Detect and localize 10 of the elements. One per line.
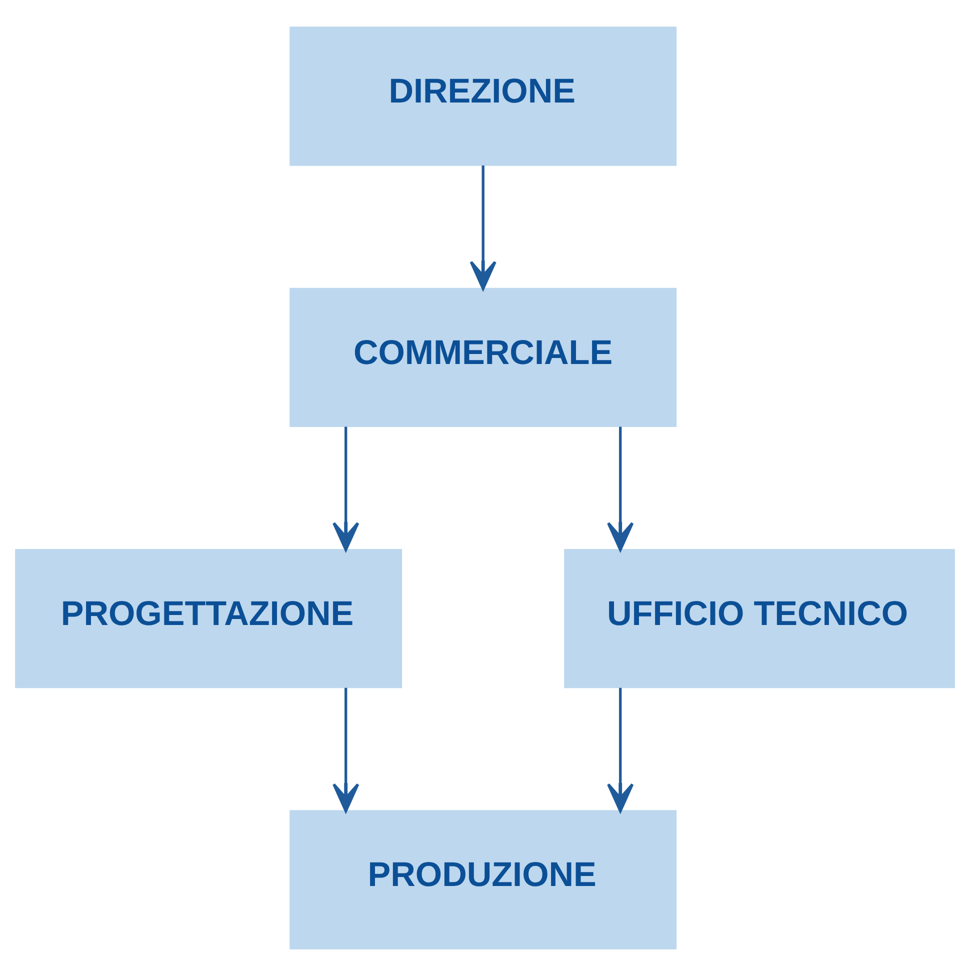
arrow <box>607 688 634 812</box>
arrow <box>332 426 360 552</box>
arrow <box>607 426 634 552</box>
node-box: COMMERCIALE <box>290 288 677 427</box>
arrow <box>470 166 496 290</box>
node-box: DIREZIONE <box>290 26 677 166</box>
arrow <box>332 688 360 812</box>
node-box: UFFICIO TECNICO <box>564 549 955 688</box>
node-box: PRODUZIONE <box>290 810 677 950</box>
node-box: PROGETTAZIONE <box>15 549 402 688</box>
